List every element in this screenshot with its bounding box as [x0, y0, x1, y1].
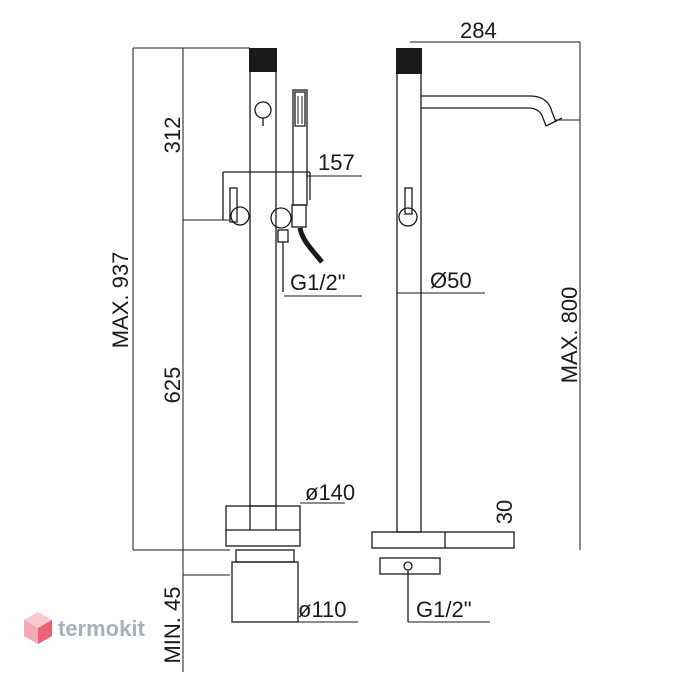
- dim-g12-bottom: G1/2": [416, 597, 472, 622]
- watermark-text: termokit: [58, 616, 145, 641]
- dim-157: 157: [318, 150, 355, 175]
- dim-g12-top: G1/2": [290, 270, 346, 295]
- dim-max-800: MAX. 800: [557, 287, 582, 384]
- hexagon-cube-logo-icon: [24, 612, 52, 644]
- dim-diameter-110: ø110: [298, 597, 347, 622]
- dim-diameter-140: ø140: [305, 480, 355, 505]
- dim-284: 284: [460, 18, 497, 43]
- dim-312: 312: [160, 117, 185, 154]
- dim-min-45: MIN. 45: [160, 586, 185, 663]
- hose-icon: [297, 227, 324, 264]
- dim-max-937: MAX. 937: [108, 252, 133, 349]
- handshower-head-icon: [294, 91, 306, 127]
- side-view: [371, 41, 581, 623]
- dim-diameter-50: Ø50: [430, 268, 472, 293]
- watermark: termokit: [24, 612, 145, 644]
- pipe-cap-icon: [249, 48, 277, 72]
- side-pipe-cap-icon: [396, 48, 422, 74]
- front-view: [132, 47, 362, 672]
- dim-625: 625: [160, 367, 185, 404]
- dim-30: 30: [492, 500, 517, 524]
